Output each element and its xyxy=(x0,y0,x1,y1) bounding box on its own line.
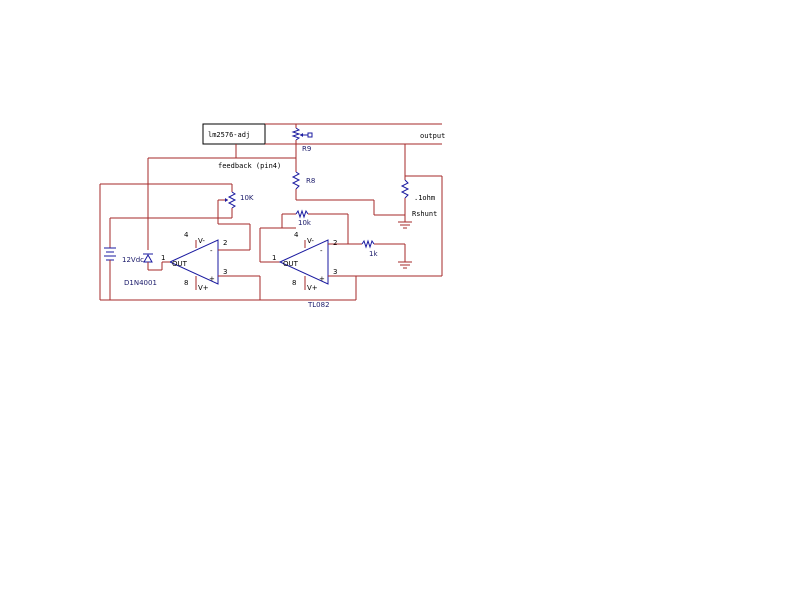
opamp1-pin-inv: 2 xyxy=(223,239,227,247)
opamp1-pin-vneg: 4 xyxy=(184,231,189,239)
rshunt-name-label: Rshunt xyxy=(412,210,437,218)
opamp2-vneg-label: V- xyxy=(307,237,314,245)
diode-label: D1N4001 xyxy=(124,279,157,287)
r9-label: R9 xyxy=(302,145,311,153)
opamp1-inv-label: - xyxy=(210,247,213,255)
opamp2-pin-inv: 2 xyxy=(333,239,337,247)
bottom-loop-wires xyxy=(260,276,357,301)
ground-symbol-1 xyxy=(398,221,412,229)
opamp2-inv-label: - xyxy=(320,247,323,255)
opamp-1 xyxy=(161,239,261,300)
ground-symbol-2 xyxy=(398,261,412,269)
opamp2-pin-vneg: 4 xyxy=(294,231,299,239)
opamp1-pin-vpos: 8 xyxy=(184,279,188,287)
opamp2-noninv-label: + xyxy=(319,275,325,283)
feedback-resistor-label: 10k xyxy=(298,219,312,227)
output-rail xyxy=(265,123,442,145)
resistor-1k xyxy=(361,239,406,262)
tl082-label: TL082 xyxy=(307,301,330,309)
output-label: output xyxy=(420,132,445,140)
feedback-label: feedback (pin4) xyxy=(218,162,281,170)
opamp2-out-label: OUT xyxy=(283,260,299,268)
battery-12v xyxy=(104,247,116,264)
feedback-resistor-10k xyxy=(281,209,349,244)
opamp2-vpos-label: V+ xyxy=(307,284,318,292)
opamp1-out-label: OUT xyxy=(172,260,188,268)
opamp1-pin-noninv: 3 xyxy=(223,268,227,276)
pot-label: 10K xyxy=(240,194,254,202)
opamp1-vpos-label: V+ xyxy=(198,284,209,292)
feedback-wire xyxy=(147,144,297,250)
opamp2-pin-noninv: 3 xyxy=(333,268,337,276)
r9-resistor xyxy=(291,124,313,144)
resistor-1k-label: 1k xyxy=(369,250,378,258)
rshunt-value-label: .1ohm xyxy=(414,194,435,202)
left-loop-wires xyxy=(99,183,260,301)
interstage-wire xyxy=(259,227,296,263)
regulator-label: lm2576-adj xyxy=(208,131,250,139)
rshunt-resistor xyxy=(400,144,443,276)
opamp2-pin-vpos: 8 xyxy=(292,279,296,287)
r8-label: R8 xyxy=(306,177,315,185)
opamp-2 xyxy=(278,239,442,290)
r8-resistor xyxy=(291,171,405,216)
opamp2-pin-out: 1 xyxy=(272,254,276,262)
battery-label: 12Vdc xyxy=(122,256,144,264)
opamp1-pin-out: 1 xyxy=(161,254,165,262)
opamp1-vneg-label: V- xyxy=(198,237,205,245)
lm2576-regulator-box xyxy=(202,123,266,145)
diode-d1n4001 xyxy=(143,253,162,271)
opamp1-noninv-label: + xyxy=(209,275,215,283)
pot-10k xyxy=(217,184,251,242)
